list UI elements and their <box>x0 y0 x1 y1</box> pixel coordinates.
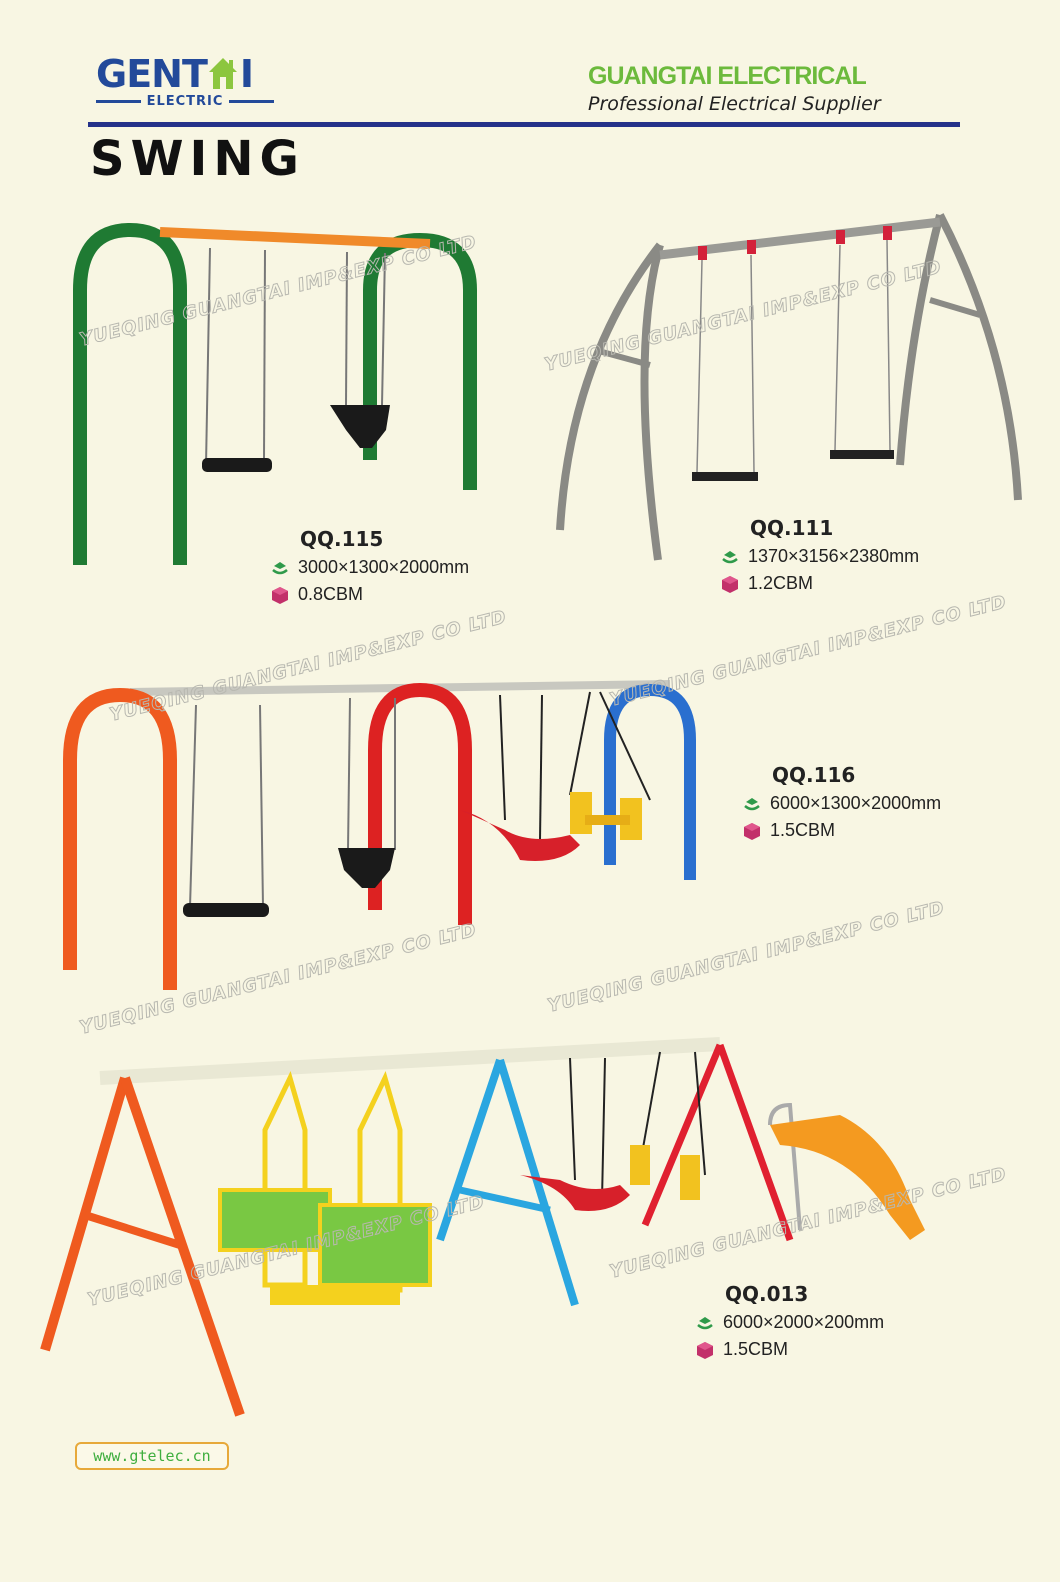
product-dimensions: 6000×2000×200mm <box>723 1312 885 1332</box>
product-volume: 1.2CBM <box>748 573 814 593</box>
logo-text-left: GENT <box>96 52 208 96</box>
product-volume: 1.5CBM <box>723 1339 789 1359</box>
tagline: Professional Electrical Supplier <box>588 93 881 115</box>
volume-cube-icon <box>744 822 760 840</box>
product-image-qq115 <box>73 222 477 565</box>
product-image-qq111 <box>556 213 1022 561</box>
company-name: GUANGTAI ELECTRICAL <box>588 62 867 90</box>
product-image-qq116 <box>63 680 696 990</box>
dimension-icon <box>272 561 288 574</box>
watermark: YUEQING GUANGTAI IMP&EXP CO LTD <box>607 591 1009 711</box>
logo-subtext: ELECTRIC <box>146 94 224 109</box>
product-model: QQ.116 <box>772 763 856 787</box>
website-link[interactable]: www.gtelec.cn <box>75 1442 229 1470</box>
dimension-icon <box>722 550 738 563</box>
product-volume: 0.8CBM <box>298 584 364 604</box>
divider <box>96 100 141 103</box>
product-qq115: QQ.115 3000×1300×2000mm 0.8CBM <box>270 527 469 605</box>
volume-cube-icon <box>697 1341 713 1359</box>
page-title: SWING <box>90 131 305 187</box>
product-qq111: QQ.111 1370×3156×2380mm 1.2CBM <box>720 516 919 594</box>
product-image-qq013 <box>40 1037 925 1417</box>
product-dimensions: 3000×1300×2000mm <box>298 557 470 577</box>
logo-subtitle: ELECTRIC <box>96 94 274 109</box>
divider <box>229 100 274 103</box>
product-model: QQ.115 <box>300 527 384 551</box>
product-model: QQ.013 <box>725 1282 809 1306</box>
volume-cube-icon <box>272 586 288 604</box>
product-model: QQ.111 <box>750 516 834 540</box>
product-volume: 1.5CBM <box>770 820 836 840</box>
logo-text-right: I <box>239 52 254 96</box>
brand-logo: GENT I <box>96 52 254 96</box>
product-dimensions: 1370×3156×2380mm <box>748 546 920 566</box>
product-qq116: QQ.116 6000×1300×2000mm 1.5CBM <box>742 763 941 841</box>
dimension-icon <box>697 1316 713 1329</box>
product-dimensions: 6000×1300×2000mm <box>770 793 942 813</box>
dimension-icon <box>744 797 760 810</box>
header-rule <box>88 122 960 127</box>
volume-cube-icon <box>722 575 738 593</box>
house-icon <box>208 58 237 89</box>
product-qq013: QQ.013 6000×2000×200mm 1.5CBM <box>695 1282 884 1360</box>
